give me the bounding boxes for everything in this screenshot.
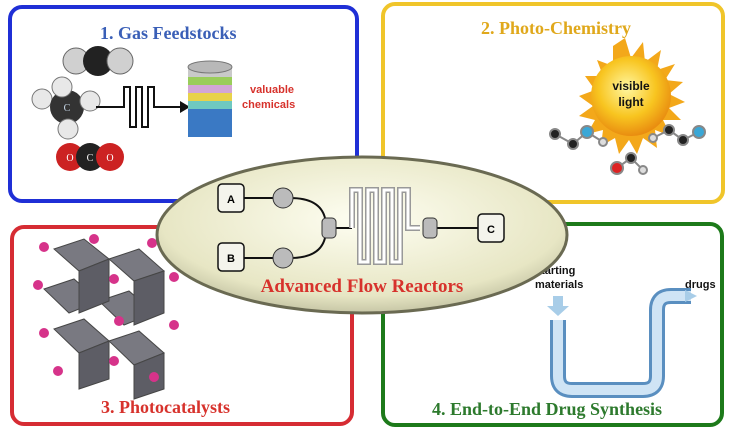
co2-o2: O — [106, 153, 113, 164]
sun-label-line1: visible — [612, 79, 650, 93]
node-c — [477, 213, 505, 243]
sun-icon — [579, 38, 685, 154]
panel-title: 1. Gas Feedstocks — [100, 23, 237, 43]
co2-molecule: O C O — [56, 143, 124, 171]
gas-illustration: C O C O valuable chemicals — [31, 46, 295, 171]
end-label: drugs — [685, 279, 716, 291]
flow-coil-arrow — [96, 86, 180, 128]
mixer — [321, 217, 337, 239]
product-label-line2: chemicals — [242, 99, 295, 111]
sun-label-line2: light — [618, 95, 643, 109]
pump-b — [272, 247, 294, 269]
gas-feedstocks-panel: 1. Gas Feedstocks C O C O — [8, 5, 359, 203]
hydrogen-molecule — [62, 46, 134, 76]
center-title: Advanced Flow Reactors — [261, 276, 464, 297]
pump-a — [272, 187, 294, 209]
down-arrow-icon — [547, 296, 569, 316]
start-label-line2: materials — [535, 279, 583, 291]
node-a-label: A — [227, 194, 235, 206]
methane-molecule: C — [31, 76, 101, 140]
crystal-lattice — [33, 234, 179, 400]
molecules — [549, 124, 706, 175]
co2-c: C — [87, 153, 94, 164]
product-label-line1: valuable — [250, 84, 294, 96]
co2-o1: O — [66, 153, 73, 164]
node-b-label: B — [227, 253, 235, 265]
node-b — [217, 242, 245, 272]
photocatalysts-panel: 3. Photocatalysts — [10, 225, 354, 426]
lattice-atoms — [33, 234, 179, 382]
right-arrow-icon — [685, 290, 697, 302]
methane-carbon-label: C — [64, 103, 71, 114]
node-c-label: C — [487, 224, 495, 236]
node-a — [217, 183, 245, 213]
panel-title: 2. Photo-Chemistry — [481, 18, 631, 38]
panel-title: 4. End-to-End Drug Synthesis — [432, 399, 663, 419]
photo-illustration: visible light — [549, 38, 706, 175]
valve — [422, 217, 438, 239]
panel-title: 3. Photocatalysts — [101, 397, 230, 417]
product-cylinder — [187, 60, 233, 137]
